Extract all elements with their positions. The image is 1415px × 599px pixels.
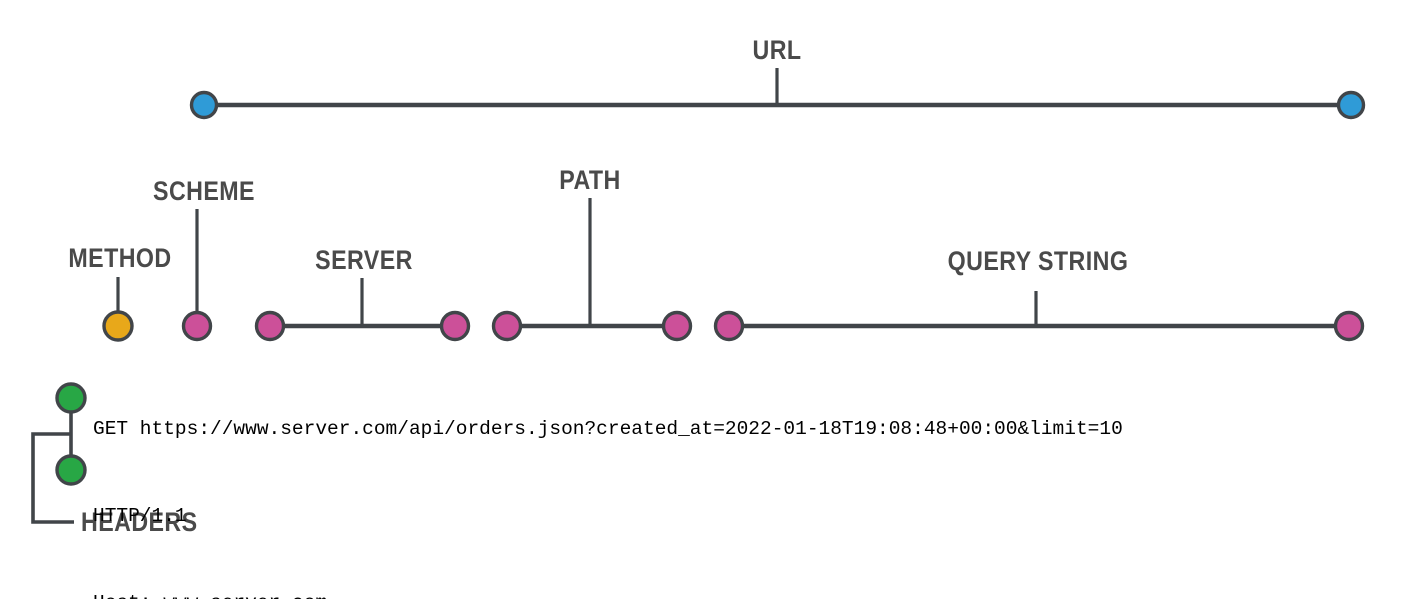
headers-span-group [31, 382, 87, 524]
method-span-group [102, 277, 134, 342]
path-end-node-icon [661, 310, 693, 342]
label-scheme: SCHEME [153, 176, 255, 206]
query-string-span-group [713, 291, 1365, 342]
label-method: METHOD [68, 243, 172, 273]
url-end-node-icon [1336, 90, 1366, 120]
path-span-group [491, 198, 693, 342]
request-line-3: Host: www.server.com [93, 589, 1123, 599]
label-headers: HEADERS [81, 507, 198, 537]
url-start-node-icon [189, 90, 219, 120]
label-server: SERVER [315, 245, 413, 275]
server-end-node-icon [439, 310, 471, 342]
label-url: URL [752, 35, 802, 65]
headers-second-node-icon [55, 454, 87, 486]
path-start-node-icon [491, 310, 523, 342]
request-line-1: GET https://www.server.com/api/orders.js… [93, 418, 1123, 440]
headers-bracket-path [31, 432, 74, 524]
scheme-node-icon [181, 310, 213, 342]
headers-first-node-icon [55, 382, 87, 414]
query-string-end-node-icon [1333, 310, 1365, 342]
url-span-group [189, 68, 1366, 120]
scheme-span-group [181, 209, 213, 342]
label-query-string: QUERY STRING [947, 246, 1129, 276]
server-start-node-icon [254, 310, 286, 342]
http-request-text-block: GET https://www.server.com/api/orders.js… [93, 357, 1123, 599]
query-string-start-node-icon [713, 310, 745, 342]
server-span-group [254, 278, 471, 342]
request-line-2: HTTP/1.1 [93, 505, 187, 527]
label-path: PATH [559, 165, 621, 195]
method-node-icon [102, 310, 134, 342]
